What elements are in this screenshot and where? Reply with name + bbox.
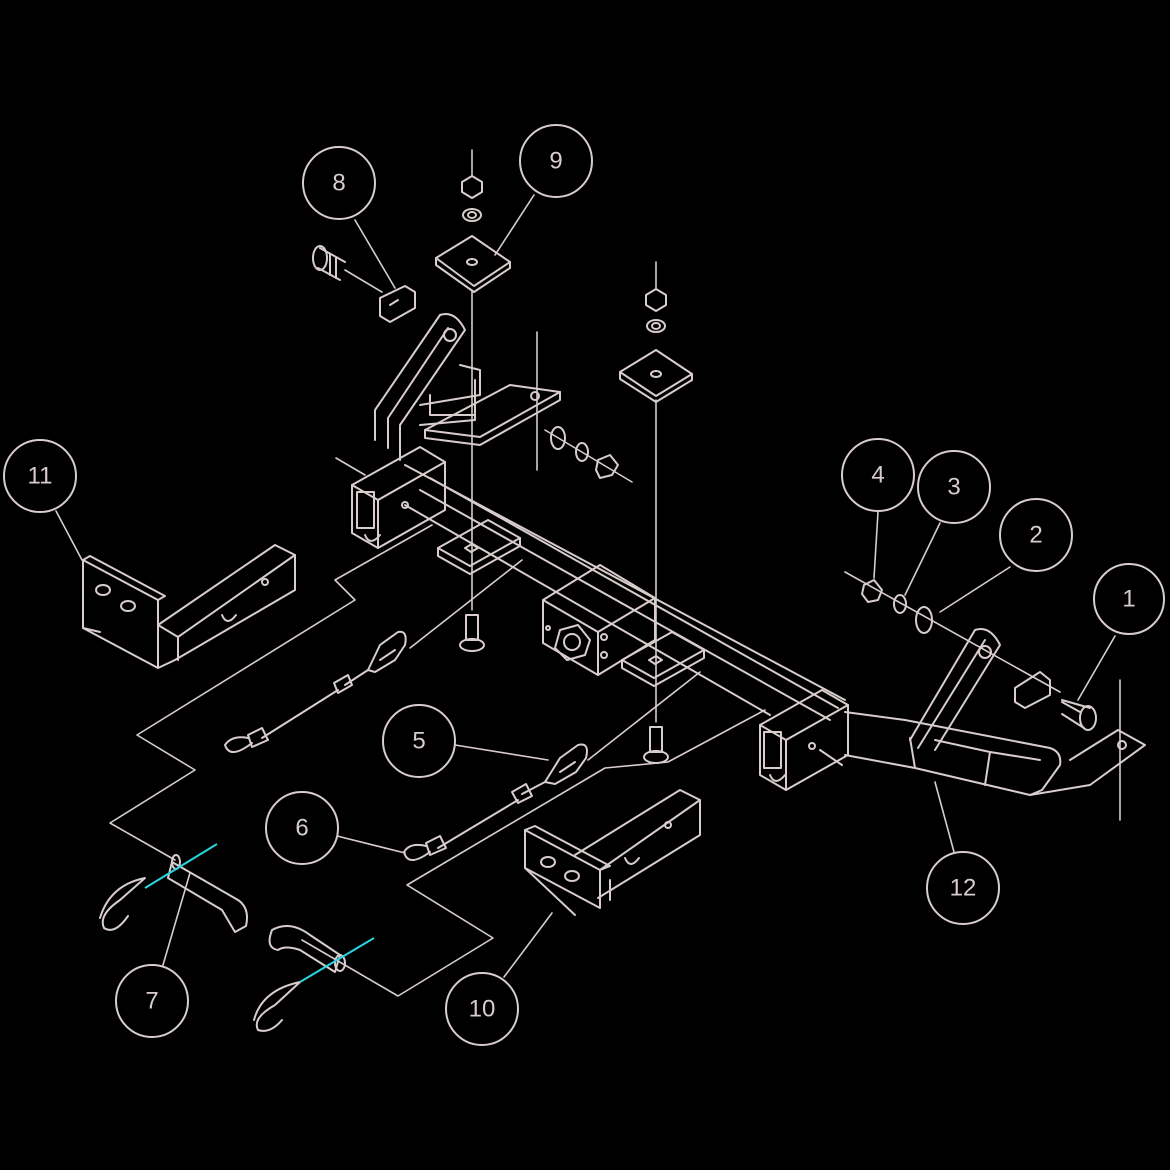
bolt-8 [312, 245, 416, 323]
callout-label-12: 12 [950, 875, 977, 902]
hitch-pins [99, 843, 375, 1032]
callout-1: 1 [1093, 563, 1165, 635]
right-side-hardware [844, 571, 1097, 731]
callout-label-1: 1 [1122, 586, 1135, 613]
callout-label-4: 4 [871, 462, 884, 489]
callout-5: 5 [382, 704, 456, 778]
left-side-hardware [544, 426, 633, 483]
center-receiver [542, 564, 656, 676]
callout-12: 12 [926, 851, 1000, 925]
callout-label-2: 2 [1029, 522, 1042, 549]
callout-11: 11 [3, 439, 77, 513]
safety-cables [224, 559, 701, 861]
receiver-11 [82, 544, 296, 669]
callout-3: 3 [917, 450, 991, 524]
callout-label-3: 3 [947, 474, 960, 501]
callout-label-10: 10 [469, 996, 496, 1023]
callout-10: 10 [445, 972, 519, 1046]
callout-label-8: 8 [332, 170, 345, 197]
callout-leaders [55, 194, 1116, 978]
hardware-stack-left [435, 149, 511, 652]
callout-6: 6 [265, 791, 339, 865]
callout-4: 4 [841, 438, 915, 512]
dashed-divider [109, 524, 766, 997]
callout-9: 9 [519, 124, 593, 198]
callout-7: 7 [115, 964, 189, 1038]
left-bracket [335, 313, 561, 476]
receiver-10 [524, 789, 701, 916]
hardware-stack-right [619, 261, 693, 764]
callout-label-6: 6 [295, 815, 308, 842]
callout-label-7: 7 [145, 988, 158, 1015]
callout-8: 8 [302, 146, 376, 220]
callout-label-11: 11 [28, 463, 53, 490]
right-bracket [844, 628, 1146, 821]
callout-label-9: 9 [549, 148, 562, 175]
callout-2: 2 [999, 498, 1073, 572]
callout-label-5: 5 [412, 728, 425, 755]
